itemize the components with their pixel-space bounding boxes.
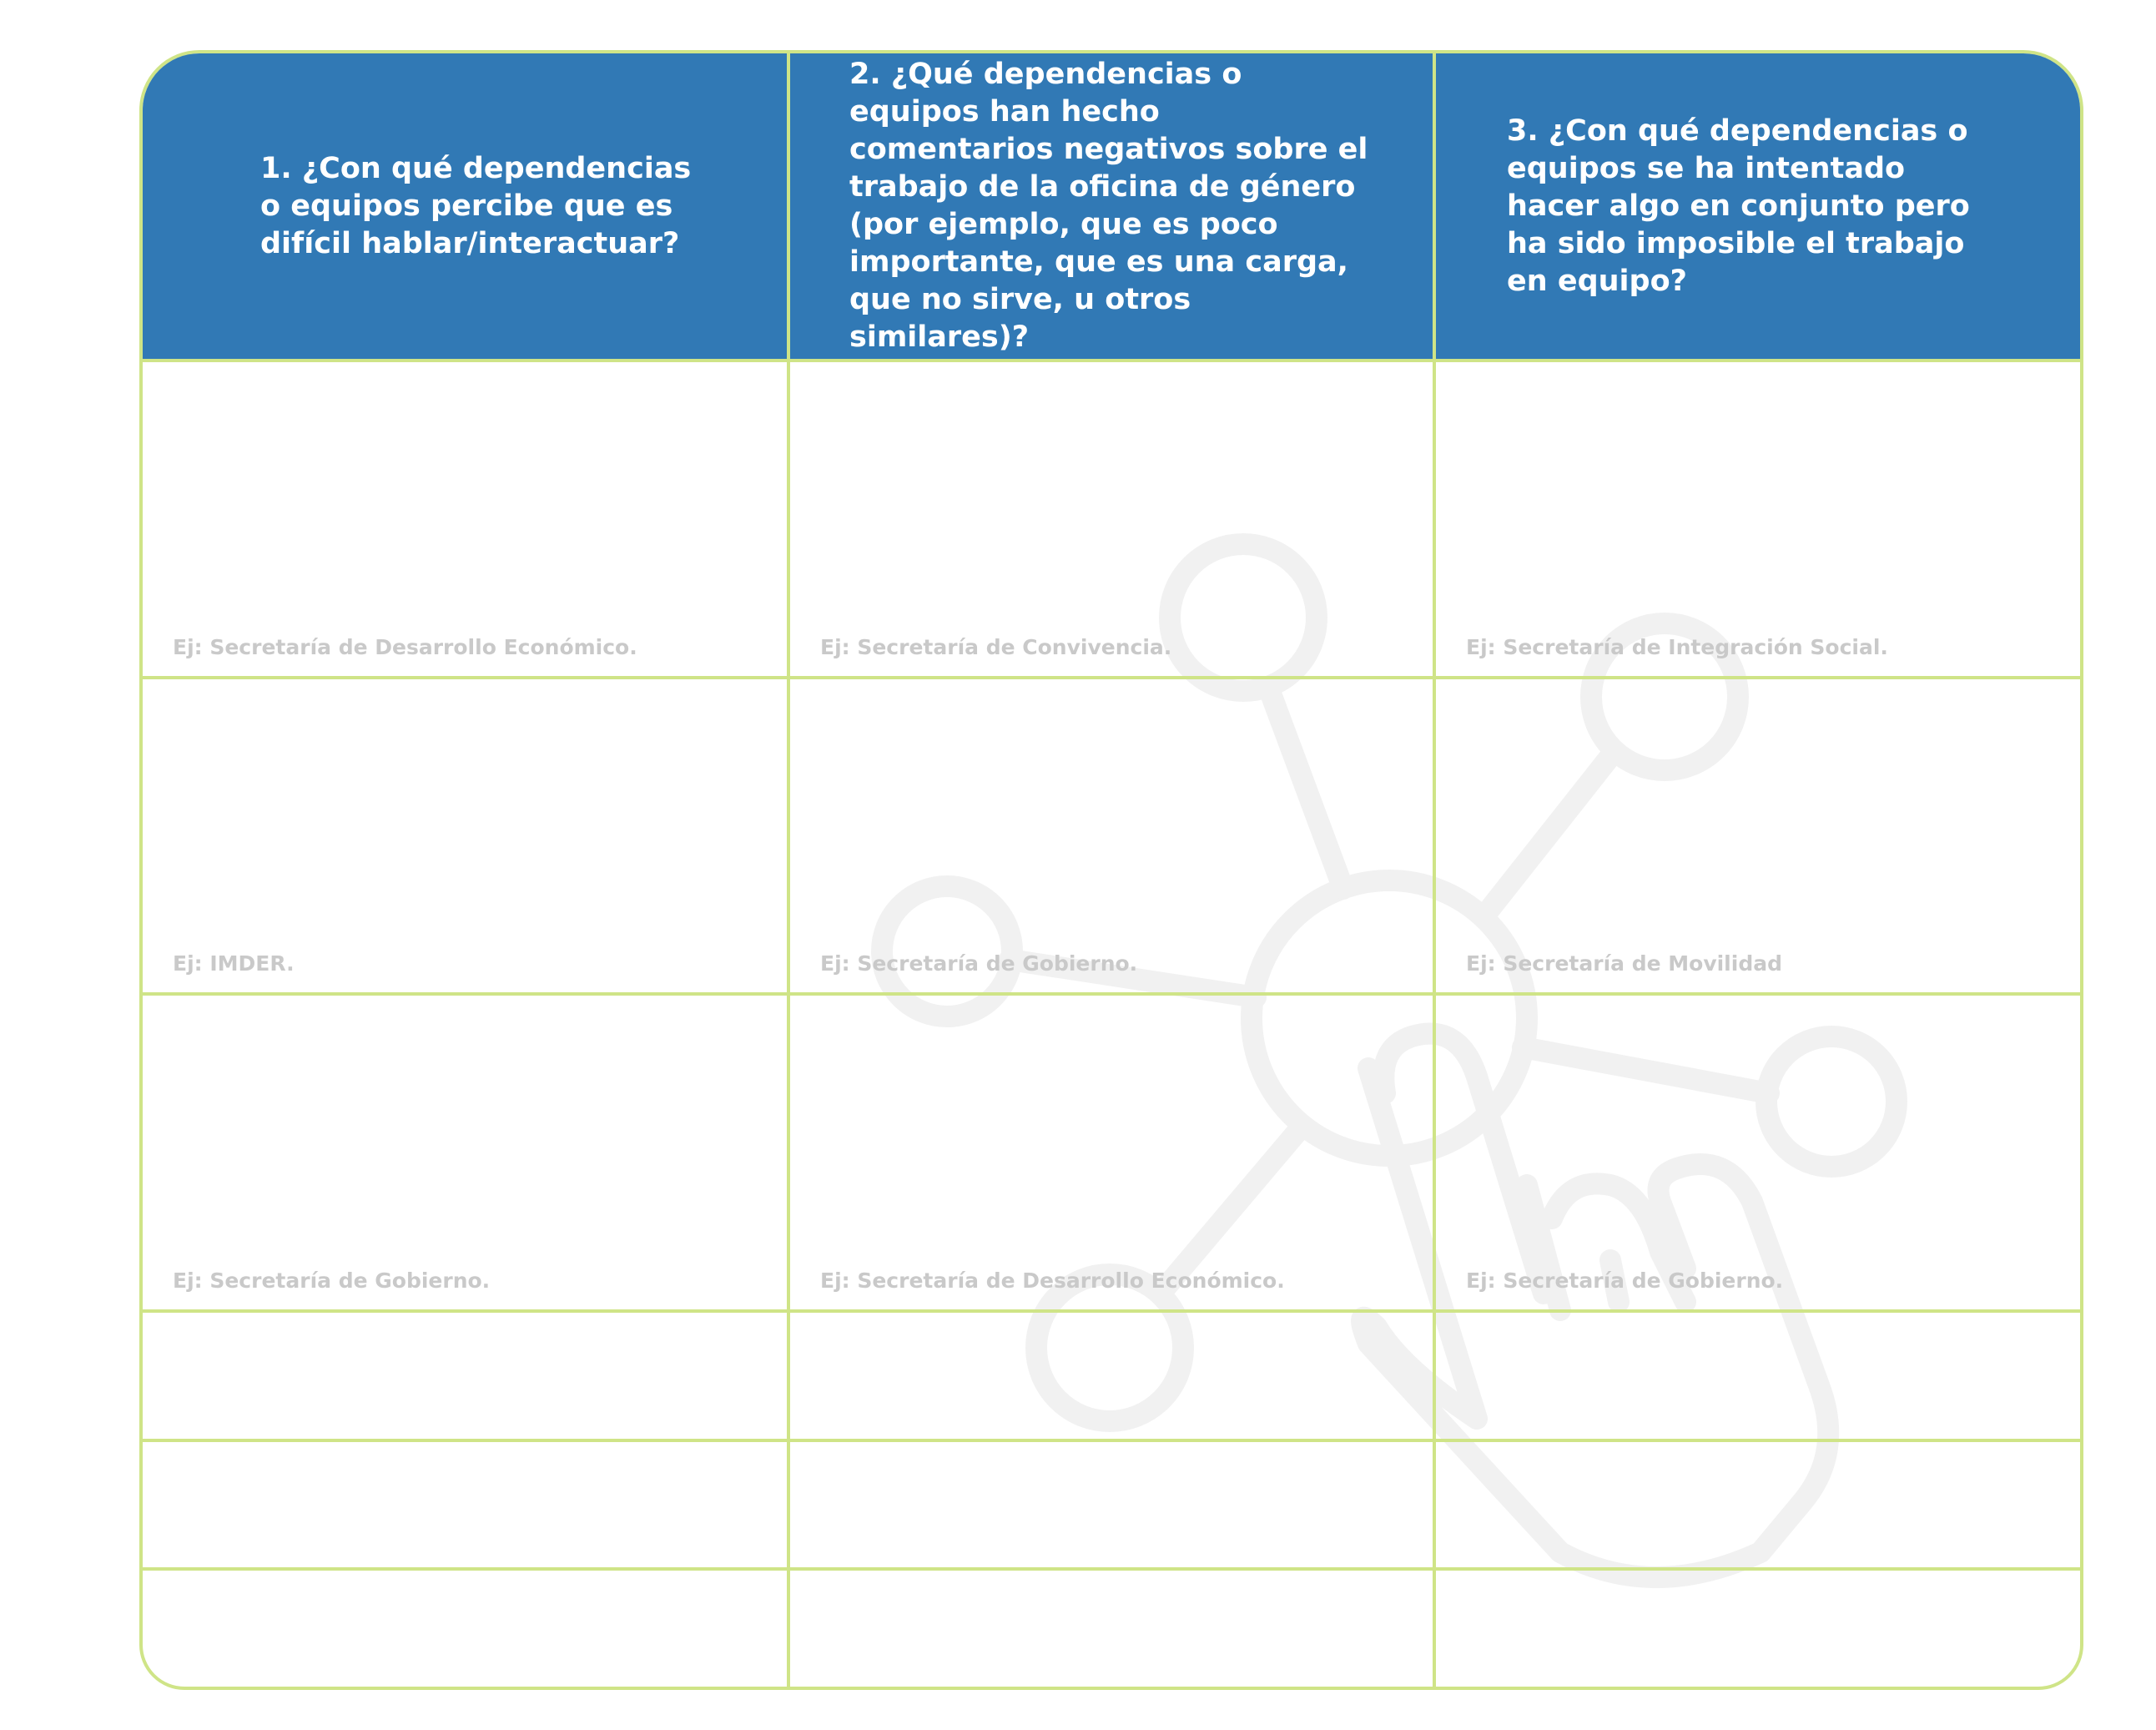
example-text: Ej: IMDER. xyxy=(173,951,295,976)
header-question-1: 1. ¿Con qué dependencias o equipos perci… xyxy=(143,53,790,362)
table-row xyxy=(143,1311,2080,1442)
table-row: Ej: Secretaría de Desarrollo Económico. … xyxy=(143,361,2080,679)
answer-cell[interactable] xyxy=(1434,1440,2080,1571)
table-row xyxy=(143,1569,2080,1687)
header-question-1-text: 1. ¿Con qué dependencias o equipos perci… xyxy=(260,151,692,260)
header-question-3: 3. ¿Con qué dependencias o equipos se ha… xyxy=(1434,53,2080,362)
answer-cell[interactable]: Ej: Secretaría de Convivencia. xyxy=(788,361,1436,679)
header-question-3-text: 3. ¿Con qué dependencias o equipos se ha… xyxy=(1507,113,1970,298)
answer-cell[interactable] xyxy=(1434,1311,2080,1442)
answer-cell[interactable] xyxy=(143,1569,790,1687)
answer-cell[interactable]: Ej: Secretaría de Desarrollo Económico. xyxy=(788,994,1436,1314)
answer-cell[interactable]: Ej: Secretaría de Gobierno. xyxy=(788,677,1436,996)
example-text: Ej: Secretaría de Desarrollo Económico. xyxy=(820,1268,1285,1294)
answer-cell[interactable]: Ej: IMDER. xyxy=(143,677,790,996)
header-question-2: 2. ¿Qué dependencias o equipos han hecho… xyxy=(788,53,1436,362)
answer-cell[interactable] xyxy=(788,1311,1436,1442)
questionnaire-table: 1. ¿Con qué dependencias o equipos perci… xyxy=(139,50,2083,1690)
answer-cell[interactable]: Ej: Secretaría de Movilidad xyxy=(1434,677,2080,996)
table-row xyxy=(143,1440,2080,1571)
answer-cell[interactable]: Ej: Secretaría de Gobierno. xyxy=(143,994,790,1314)
answer-cell[interactable]: Ej: Secretaría de Gobierno. xyxy=(1434,994,2080,1314)
answer-cell[interactable] xyxy=(788,1440,1436,1571)
answer-cell[interactable] xyxy=(1434,1569,2080,1687)
dependencies-table: 1. ¿Con qué dependencias o equipos perci… xyxy=(143,53,2080,1687)
example-text: Ej: Secretaría de Movilidad xyxy=(1466,951,1782,976)
example-text: Ej: Secretaría de Convivencia. xyxy=(820,634,1172,659)
table-row: Ej: IMDER. Ej: Secretaría de Gobierno. E… xyxy=(143,677,2080,996)
table-row: Ej: Secretaría de Gobierno. Ej: Secretar… xyxy=(143,994,2080,1314)
example-text: Ej: Secretaría de Gobierno. xyxy=(1466,1268,1784,1294)
example-text: Ej: Secretaría de Integración Social. xyxy=(1466,634,1888,659)
answer-cell[interactable] xyxy=(788,1569,1436,1687)
header-row: 1. ¿Con qué dependencias o equipos perci… xyxy=(143,53,2080,362)
example-text: Ej: Secretaría de Desarrollo Económico. xyxy=(173,634,637,659)
header-question-2-text: 2. ¿Qué dependencias o equipos han hecho… xyxy=(849,58,1368,354)
answer-cell[interactable] xyxy=(143,1440,790,1571)
example-text: Ej: Secretaría de Gobierno. xyxy=(173,1268,491,1294)
answer-cell[interactable]: Ej: Secretaría de Desarrollo Económico. xyxy=(143,361,790,679)
answer-cell[interactable] xyxy=(143,1311,790,1442)
answer-cell[interactable]: Ej: Secretaría de Integración Social. xyxy=(1434,361,2080,679)
example-text: Ej: Secretaría de Gobierno. xyxy=(820,951,1138,976)
